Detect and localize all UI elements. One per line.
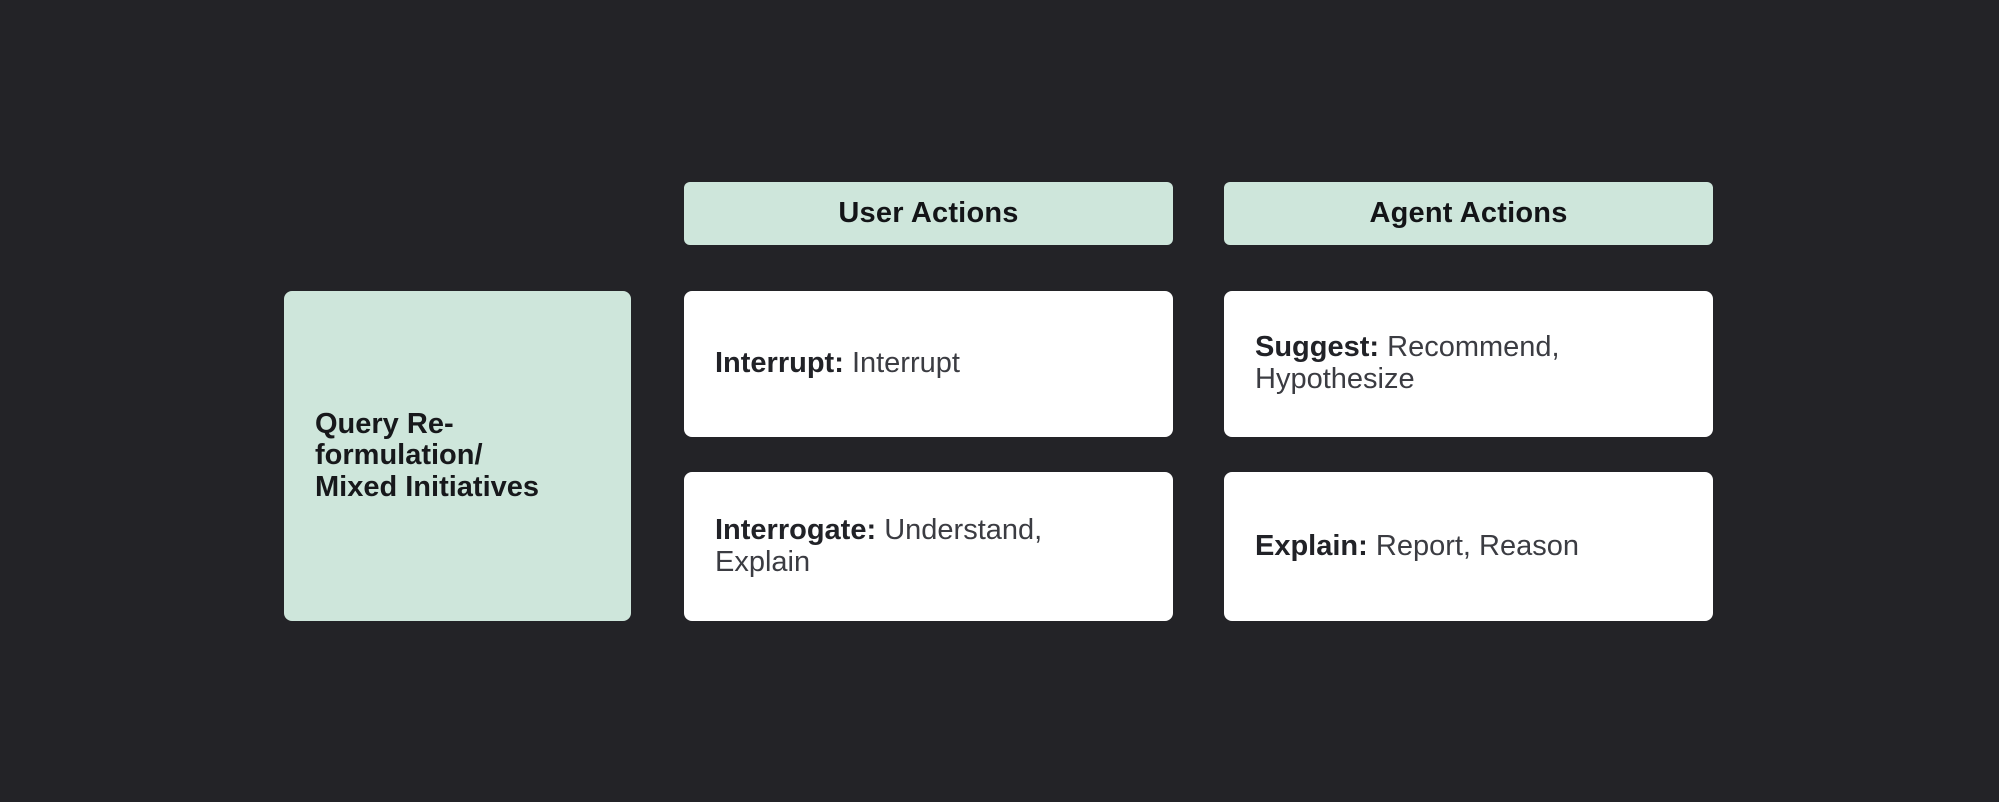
card-term: Interrupt: [715, 347, 844, 380]
card-detail: Report, Reason [1375, 529, 1579, 562]
card-term: Explain: [1255, 529, 1368, 562]
card-detail: Interrupt [851, 347, 960, 380]
card-term: Suggest: [1255, 331, 1380, 364]
card-text: Interrogate: Understand, Explain [715, 513, 1142, 579]
row-label-text: Query Re-formulation/ Mixed Initiatives [315, 408, 540, 503]
card-detail: Recommend, Hypothesize [1255, 331, 1560, 395]
card-text: Interrupt: Interrupt [715, 347, 960, 380]
card-suggest: Suggest: Recommend, Hypothesize [1224, 291, 1713, 437]
card-text: Explain: Report, Reason [1255, 529, 1579, 563]
column-header-agent-actions: Agent Actions [1224, 182, 1713, 245]
card-text: Suggest: Recommend, Hypothesize [1255, 331, 1682, 396]
card-detail: Understand, Explain [715, 513, 1043, 578]
card-interrupt: Interrupt: Interrupt [684, 291, 1173, 437]
card-term: Interrogate: [715, 513, 877, 546]
column-header-user-actions: User Actions [684, 182, 1173, 245]
card-interrogate: Interrogate: Understand, Explain [684, 472, 1173, 621]
row-label-box: Query Re-formulation/ Mixed Initiatives [284, 291, 631, 621]
card-explain: Explain: Report, Reason [1224, 472, 1713, 621]
